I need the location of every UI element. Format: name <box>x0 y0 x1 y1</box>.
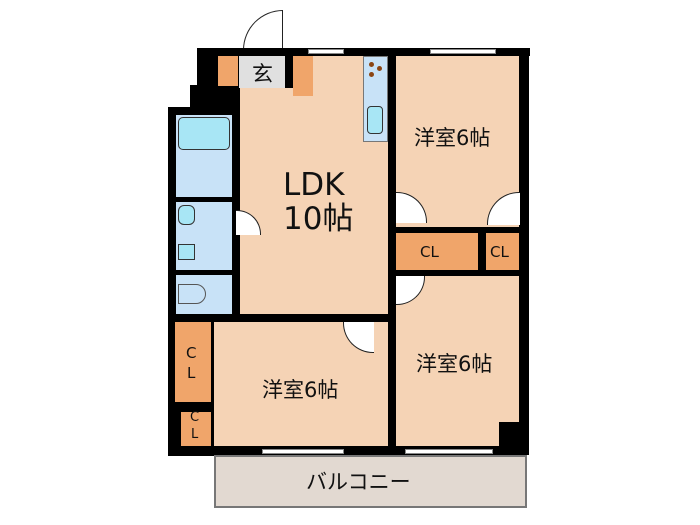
entrance-door <box>243 10 283 50</box>
windows-ldk <box>308 49 344 54</box>
closet-left-small <box>181 412 211 446</box>
closet-entrance-left <box>218 56 238 86</box>
room-western-south <box>396 276 519 446</box>
balcony <box>214 455 527 508</box>
wall-ldk-bottom <box>168 314 396 322</box>
wall-wc-top <box>168 270 240 275</box>
wall-top <box>236 48 530 56</box>
entrance-floor <box>239 56 285 88</box>
closet-left-large <box>175 322 211 402</box>
wall-ldk-right <box>388 48 396 448</box>
closet-left-small-label-c: C <box>190 410 200 425</box>
balcony-label: バルコニー <box>306 470 411 494</box>
closet-center-label: CL <box>420 243 439 261</box>
column-se <box>499 422 521 448</box>
wall-bottom <box>168 446 529 455</box>
western-room-north-label: 洋室6帖 <box>414 126 491 150</box>
wall-closets-bottom <box>388 270 529 276</box>
toilet-icon <box>178 284 206 304</box>
wall-closets-top <box>388 227 529 233</box>
bathtub-icon <box>178 117 230 150</box>
shoe-closet-2 <box>293 56 313 96</box>
western-room-southwest-label: 洋室6帖 <box>262 378 339 402</box>
closet-center <box>396 233 478 270</box>
closet-left-large-label-l: L <box>187 364 196 382</box>
wall-left-bath <box>168 107 240 115</box>
entrance-label: 玄 <box>252 62 273 86</box>
sink-icon <box>367 106 383 134</box>
closet-left-small-label-l: L <box>191 427 199 442</box>
wall-bath-bottom <box>168 197 240 202</box>
ldk-label-line1: LDK <box>283 167 345 203</box>
windows-south-room <box>405 449 493 454</box>
windows-north-room <box>430 49 496 54</box>
windows-southwest-room <box>262 449 344 454</box>
wall-block-nw2 <box>190 85 240 110</box>
wall-right <box>519 48 529 453</box>
wall-left <box>168 107 176 322</box>
western-room-south-label: 洋室6帖 <box>416 352 493 376</box>
entrance-wall <box>285 56 293 98</box>
closet-left-large-label-c: C <box>186 344 197 362</box>
stove-icon <box>367 60 385 82</box>
ldk-label-line2: 10帖 <box>283 201 354 237</box>
washer-icon <box>178 244 195 260</box>
closet-right-label: CL <box>490 243 509 261</box>
closet-right <box>486 233 519 270</box>
wall-closet-divider <box>478 233 486 275</box>
washbasin-icon <box>178 205 195 225</box>
